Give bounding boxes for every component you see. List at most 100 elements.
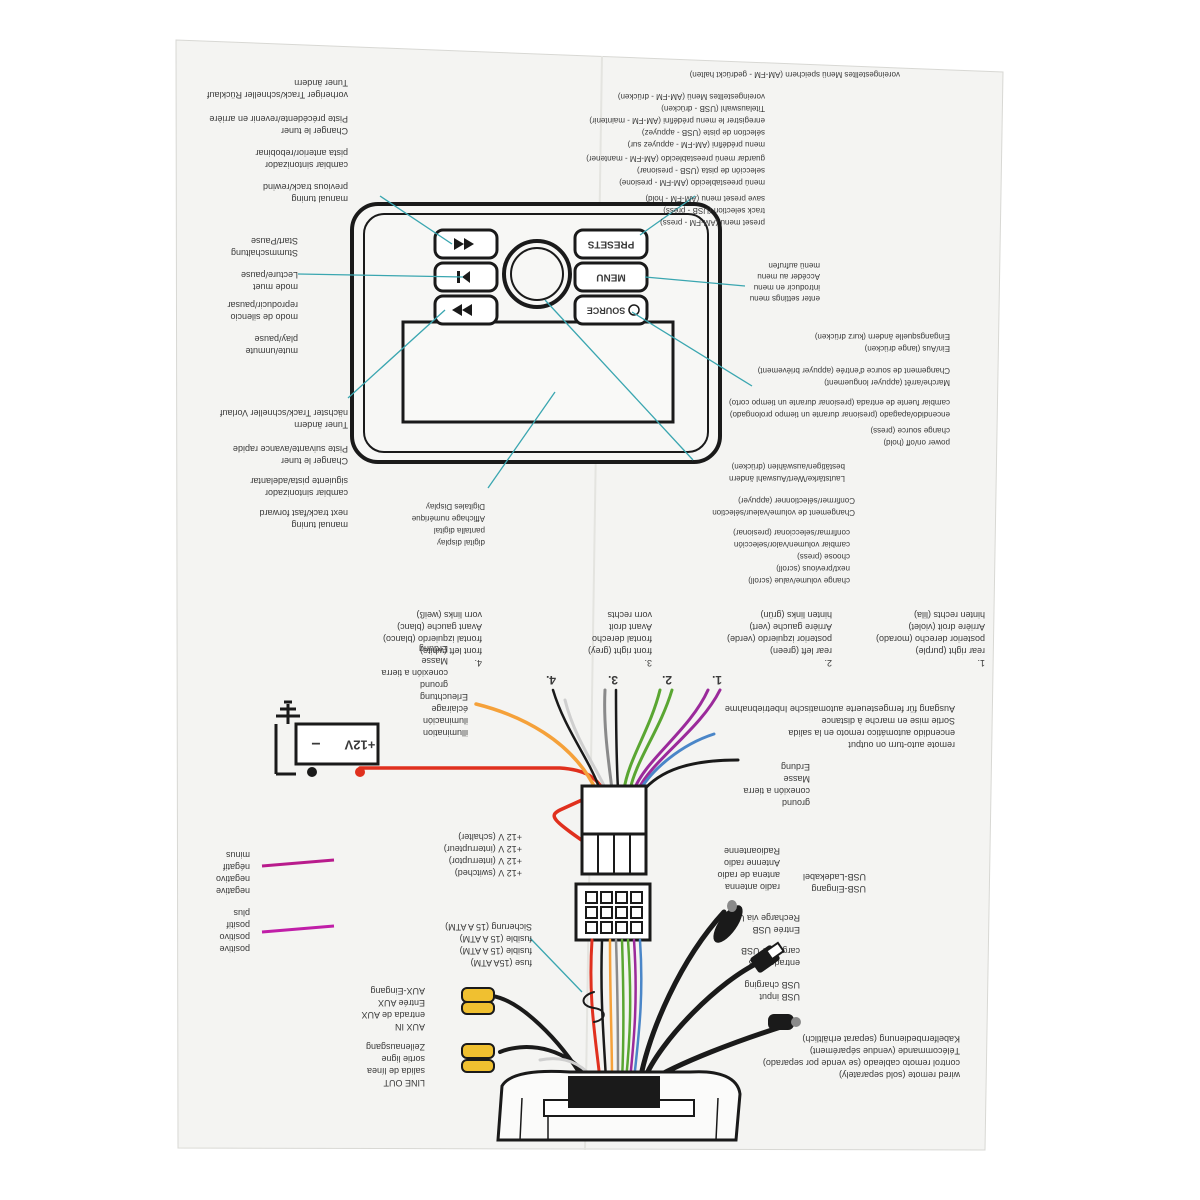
usb-plug [750,941,785,973]
label-play-en-2: mute/unmute [245,346,298,356]
next-button[interactable] [433,228,499,260]
purple-wire-1a [632,688,710,792]
lineout-fr: sortie ligne [381,1054,425,1064]
ground-en: ground [420,680,448,690]
antenna-es: antena de radio [717,870,780,880]
volume-knob[interactable] [502,239,572,309]
speaker-3-en: front right (grey) [588,646,652,656]
label-next-es-2: cambiar sintonizador [265,488,348,498]
remote-en: remote auto-turn on output [848,740,955,750]
remote-fr: Sortie mise en marche à distance [821,716,955,726]
label-knob-en-1: change volume/value (scroll) [748,576,850,585]
usb-entree-fr: Entrée USB [752,925,800,935]
ground-r-fr: Masse [783,774,810,784]
speaker-1-num: 1. [977,658,985,668]
label-next-de-1: nächster Track/schneller Vorlauf [219,408,348,418]
label-presets-en-2: track selection (USB - press) [663,206,765,215]
speaker-3-de: vorn rechts [607,610,652,620]
legend-pos-de: plus [233,908,250,918]
label-prev-de-2: vorheriger Track/schneller Rücklauf [206,90,348,100]
speaker-2-num: 2. [824,658,832,668]
purple-wire-1b [636,688,722,792]
legend: negative negativo négatif minus positive… [216,850,335,954]
menu-button[interactable]: MENU [573,261,649,293]
battery-neg-terminal [307,767,317,777]
label-play-en-1: play/pause [254,334,298,344]
ground-label-left: ground conexión a tierra Masse Erdung [381,644,448,690]
speaker-4-fr: Avant gauche (blanc) [397,622,482,632]
legend-neg-en: negative [216,886,250,896]
speaker-4-es: frontal izquierdo (blanco) [383,634,482,644]
label-presets-fr-3: menu prédéfini (AM-FM - appuyez sur) [627,140,765,149]
unit-back [496,1069,742,1142]
wire-num-3: 3. [608,673,618,687]
lineout-en: LINE OUT [383,1078,425,1088]
source-button[interactable]: SOURCE [573,294,649,326]
wire-num-4: 4. [546,673,556,687]
legend-pos-es: positivo [219,932,250,942]
label-display-1: digital display [437,538,485,547]
green-wire-2a [622,688,662,792]
label-next-es-1: siguiente pista/adelantar [250,476,348,486]
label-display-4: Digitales Display [426,502,485,511]
presets-button[interactable]: PRESETS [573,228,649,260]
label-prev-es-1: pista anterior/rebobinar [255,148,348,158]
speaker-4-num: 4. [474,658,482,668]
wr-fr: Télécommande (vendue séparément) [810,1046,960,1056]
harness-connector [574,784,652,942]
ground-r-en: ground [782,798,810,808]
label-presets-es-2: selección de pista (USB - presionar) [637,166,765,175]
label-presets-es-1: guardar menú preestablecido (AM-FM - man… [586,154,765,163]
label-source-de-2: Eingangsquelle ändern (kurz drücken) [814,332,950,341]
menu-label: MENU [596,271,625,282]
previous-button[interactable] [433,294,499,326]
label-knob-en-2: next/previous (scroll) [776,564,850,573]
label-prev-en-2: manual tuning [291,194,348,204]
fuse-loop [582,991,605,1023]
grey-wire-3b [614,688,620,792]
label-presets-en-3: preset menu (AM-FM - press) [660,218,765,227]
battery-minus: − [311,736,320,753]
remote-es: encendido automático remoto en la salida [788,728,955,738]
fuse-label: fuse (15A ATM) fusible (15 A ATM) fusibl… [445,922,532,968]
speaker-labels: 1. rear right (purple) posterior derecho… [383,610,985,687]
ground-de: Erdung [419,644,448,654]
rca-line-out [461,1043,495,1073]
speaker-2-en: rear left (green) [770,646,832,656]
ground-r-es: conexión a tierra [743,786,810,796]
power-label: +12 V (switched) +12 V (interruptor) +12… [444,832,522,878]
top-left-labels: Tuner ändern vorheriger Track/schneller … [206,78,348,530]
label-source-en-2: change source (press) [870,426,950,435]
label-next-en-1: next track/fast forward [259,508,348,518]
label-menu-3: Accéder au menu [757,272,820,281]
power-de: +12 V (schalter) [458,832,522,842]
label-play-fr-2: mode muet [252,282,298,292]
usb-eingang-top: USB-Eingang [811,884,866,894]
usb-ladekabel: USB-Ladekabel [803,872,866,882]
aux-es: entrada de AUX [361,1010,425,1020]
speaker-1-de: hinten rechts (lila) [914,610,985,620]
line-out-label: LINE OUT salida de línea sortie ligne Ze… [366,1042,425,1088]
wr-de: Kabelfernbedienung (separat erhältlich) [802,1034,960,1044]
orange-wire [474,702,598,792]
remote-label: remote auto-turn on output encendido aut… [725,704,955,750]
speaker-4-de: vorn links (weiß) [416,610,482,620]
speaker-2-es: posterior izquierdo (verde) [727,634,832,644]
wired-remote-plug [768,1014,801,1030]
fuse-es: fusible (15 A ATM) [460,946,532,956]
label-prev-es-2: cambiar sintonizador [265,160,348,170]
ground-fr: Masse [421,656,448,666]
wire-num-2: 2. [662,673,672,687]
lineout-es: salida de línea [367,1066,425,1076]
label-presets-de-2: voreingestelltes Menü (AM-FM - drücken) [618,92,765,101]
green-wire-2b [628,688,674,792]
fuse-fr: fusible (15 A ATM) [460,934,532,944]
rca-aux [461,987,495,1015]
power-fr: +12 V (interrupteur) [444,844,522,854]
blue-wire-remote [638,732,716,792]
label-play-es-2: modo de silencio [230,312,298,322]
label-play-es-1: reproducir/pausar [227,300,298,310]
antenna-plug [713,900,743,943]
legend-negative-swatch [261,858,335,868]
